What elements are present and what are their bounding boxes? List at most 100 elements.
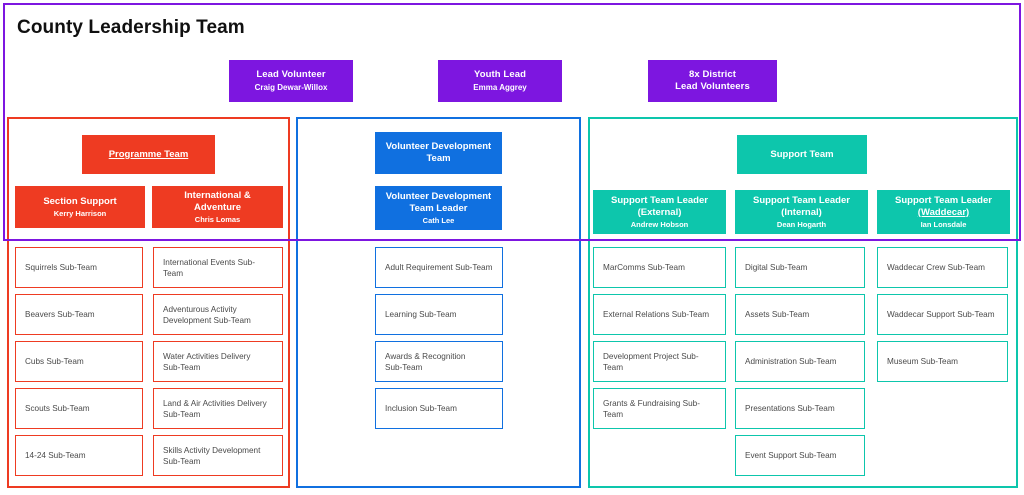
subteam-label: Digital Sub-Team	[745, 263, 808, 272]
team-head-title: Programme Team	[108, 148, 189, 160]
team-leader-volunteer-development[interactable]: Volunteer Development Team Leader Cath L…	[375, 186, 502, 230]
subteam-label-line2: Sub-Team	[163, 409, 201, 419]
subteam-box[interactable]: Digital Sub-Team	[735, 247, 865, 288]
subteam-label: Event Support Sub-Team	[745, 451, 837, 460]
subteam-label: 14-24 Sub-Team	[25, 451, 86, 460]
leader-person-name: Dean Hogarth	[776, 219, 827, 229]
subteam-box[interactable]: Adult Requirement Sub-Team	[375, 247, 503, 288]
subteam-box[interactable]: Assets Sub-Team	[735, 294, 865, 335]
subteam-box[interactable]: 14-24 Sub-Team	[15, 435, 143, 476]
subteam-label: Waddecar Support Sub-Team	[887, 310, 995, 319]
team-container-programme	[7, 117, 290, 488]
subteam-box[interactable]: Cubs Sub-Team	[15, 341, 143, 382]
leader-person-name: Chris Lomas	[194, 214, 241, 224]
leader-person-name: Andrew Hobson	[630, 219, 689, 229]
leadership-tier-divider	[3, 239, 1021, 241]
subteam-box[interactable]: Museum Sub-Team	[877, 341, 1008, 382]
subteam-box[interactable]: Adventurous Activity Development Sub-Tea…	[153, 294, 283, 335]
subteam-label-line2: Sub-Team	[163, 456, 201, 466]
leader-person-name: Ian Lonsdale	[920, 219, 967, 229]
subteam-box[interactable]: Water Activities Delivery Sub-Team	[153, 341, 283, 382]
subteam-label-line2: Sub-Team	[163, 362, 201, 372]
subteam-label: Scouts Sub-Team	[25, 404, 90, 413]
leader-title-line2: Adventure	[194, 201, 241, 213]
role-box-lead-volunteer[interactable]: Lead Volunteer Craig Dewar-Willox	[229, 60, 353, 102]
subteam-label: International Events Sub-Team	[163, 257, 255, 278]
subteam-label: Skills Activity Development	[163, 445, 261, 455]
leader-title: Volunteer Development	[385, 190, 492, 202]
subteam-box[interactable]: Waddecar Support Sub-Team	[877, 294, 1008, 335]
leader-title-line2: (Internal)	[781, 206, 822, 218]
page-title: County Leadership Team	[17, 17, 245, 38]
subteam-box[interactable]: Development Project Sub-Team	[593, 341, 726, 382]
subteam-box[interactable]: Land & Air Activities Delivery Sub-Team	[153, 388, 283, 429]
subteam-box[interactable]: International Events Sub-Team	[153, 247, 283, 288]
subteam-label: Adventurous Activity	[163, 304, 237, 314]
subteam-box[interactable]: Waddecar Crew Sub-Team	[877, 247, 1008, 288]
leader-title: Section Support	[43, 195, 117, 207]
team-leader-section-support[interactable]: Section Support Kerry Harrison	[15, 186, 145, 228]
subteam-label: Grants & Fundraising Sub-Team	[603, 398, 700, 419]
subteam-box[interactable]: Squirrels Sub-Team	[15, 247, 143, 288]
role-person-name: Craig Dewar-Willox	[254, 83, 328, 92]
team-head-support[interactable]: Support Team	[737, 135, 867, 174]
team-leader-support-internal[interactable]: Support Team Leader (Internal) Dean Hoga…	[735, 190, 868, 234]
subteam-label-line2: Development Sub-Team	[163, 315, 251, 325]
subteam-box[interactable]: Beavers Sub-Team	[15, 294, 143, 335]
leader-title: International &	[184, 189, 251, 201]
team-leader-support-external[interactable]: Support Team Leader (External) Andrew Ho…	[593, 190, 726, 234]
role-person-name: Emma Aggrey	[473, 83, 527, 92]
team-leader-support-waddecar[interactable]: Support Team Leader (Waddecar) Ian Lonsd…	[877, 190, 1010, 234]
leader-title: Support Team Leader	[611, 194, 708, 206]
subteam-label: MarComms Sub-Team	[603, 263, 685, 272]
team-head-volunteer-development[interactable]: Volunteer Development Team	[375, 132, 502, 174]
subteam-label: Waddecar Crew Sub-Team	[887, 263, 985, 272]
team-head-title: Support Team	[770, 148, 834, 160]
leader-person-name: Cath Lee	[422, 215, 455, 225]
subteam-box[interactable]: Inclusion Sub-Team	[375, 388, 503, 429]
subteam-label: Museum Sub-Team	[887, 357, 958, 366]
subteam-label: Development Project Sub-Team	[603, 351, 699, 372]
leader-title-line2: (Waddecar)	[917, 206, 970, 218]
subteam-box[interactable]: Learning Sub-Team	[375, 294, 503, 335]
subteam-box[interactable]: Event Support Sub-Team	[735, 435, 865, 476]
team-container-volunteer-development	[296, 117, 581, 488]
subteam-label: External Relations Sub-Team	[603, 310, 710, 319]
role-title-line2: Lead Volunteers	[675, 81, 750, 92]
team-head-programme[interactable]: Programme Team	[82, 135, 215, 174]
role-title: Youth Lead	[473, 69, 527, 80]
leader-title-line2: Team Leader	[409, 202, 468, 214]
team-container-support	[588, 117, 1018, 488]
leader-person-name: Kerry Harrison	[53, 208, 107, 218]
subteam-label-line2: Sub-Team	[385, 362, 423, 372]
subteam-label: Administration Sub-Team	[745, 357, 837, 366]
subteam-box[interactable]: MarComms Sub-Team	[593, 247, 726, 288]
team-head-title-line2: Team	[426, 153, 451, 164]
subteam-box[interactable]: External Relations Sub-Team	[593, 294, 726, 335]
subteam-label: Beavers Sub-Team	[25, 310, 95, 319]
team-leader-international-adventure[interactable]: International & Adventure Chris Lomas	[152, 186, 283, 228]
subteam-box[interactable]: Scouts Sub-Team	[15, 388, 143, 429]
leader-title-line2: (External)	[637, 206, 682, 218]
subteam-label: Water Activities Delivery	[163, 351, 251, 361]
subteam-label: Inclusion Sub-Team	[385, 404, 457, 413]
role-box-district-lead-volunteers[interactable]: 8x District Lead Volunteers	[648, 60, 777, 102]
role-title: Lead Volunteer	[256, 69, 326, 80]
subteam-box[interactable]: Presentations Sub-Team	[735, 388, 865, 429]
subteam-label: Cubs Sub-Team	[25, 357, 84, 366]
team-head-title: Volunteer Development	[385, 141, 492, 152]
role-box-youth-lead[interactable]: Youth Lead Emma Aggrey	[438, 60, 562, 102]
subteam-box[interactable]: Awards & Recognition Sub-Team	[375, 341, 503, 382]
subteam-box[interactable]: Administration Sub-Team	[735, 341, 865, 382]
role-title: 8x District	[688, 69, 737, 80]
subteam-label: Adult Requirement Sub-Team	[385, 263, 493, 272]
subteam-label: Presentations Sub-Team	[745, 404, 835, 413]
subteam-label: Awards & Recognition	[385, 351, 466, 361]
subteam-box[interactable]: Grants & Fundraising Sub-Team	[593, 388, 726, 429]
subteam-label: Learning Sub-Team	[385, 310, 457, 319]
subteam-label: Land & Air Activities Delivery	[163, 398, 267, 408]
subteam-label: Assets Sub-Team	[745, 310, 810, 319]
subteam-box[interactable]: Skills Activity Development Sub-Team	[153, 435, 283, 476]
leader-title: Support Team Leader	[753, 194, 850, 206]
